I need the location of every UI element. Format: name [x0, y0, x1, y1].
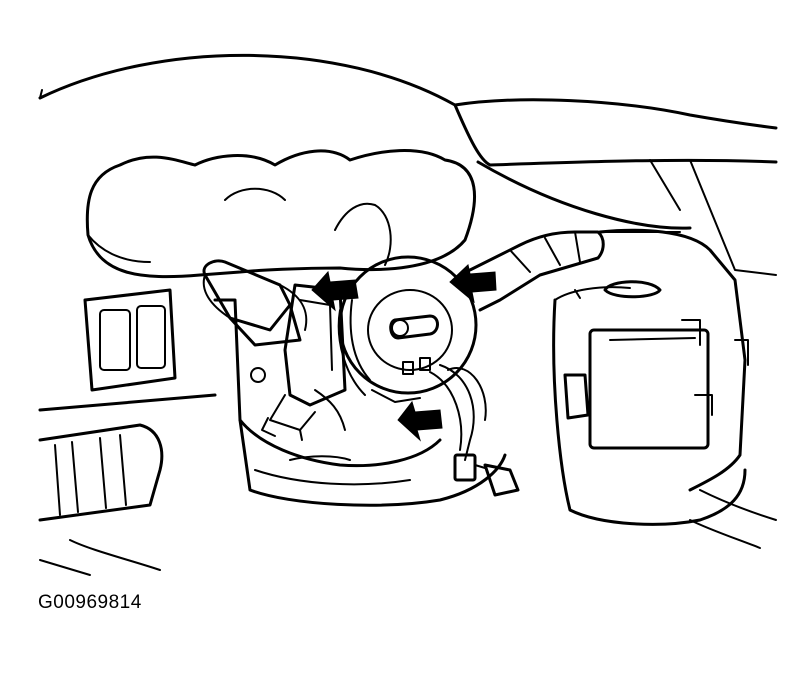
- callout-arrow-left: [311, 270, 359, 312]
- callout-arrow-bottom: [397, 400, 443, 442]
- steering-column-housing: [213, 298, 507, 507]
- wiring-harness: [429, 364, 520, 497]
- left-switch-panel: [83, 288, 177, 392]
- dashboard-outline: [38, 53, 778, 276]
- combination-switch-body: [261, 283, 347, 441]
- lower-left-dash: [38, 393, 217, 576]
- figure-id-label: G00969814: [38, 592, 142, 613]
- clock-spring: [337, 255, 478, 403]
- left-stalk: [202, 259, 308, 347]
- callout-arrow-right: [449, 264, 497, 304]
- instrument-cluster-hood: [85, 149, 476, 279]
- clock-spring-removal-diagram: [38, 53, 778, 576]
- right-dash-panel: [552, 228, 777, 549]
- right-stalk: [468, 230, 681, 312]
